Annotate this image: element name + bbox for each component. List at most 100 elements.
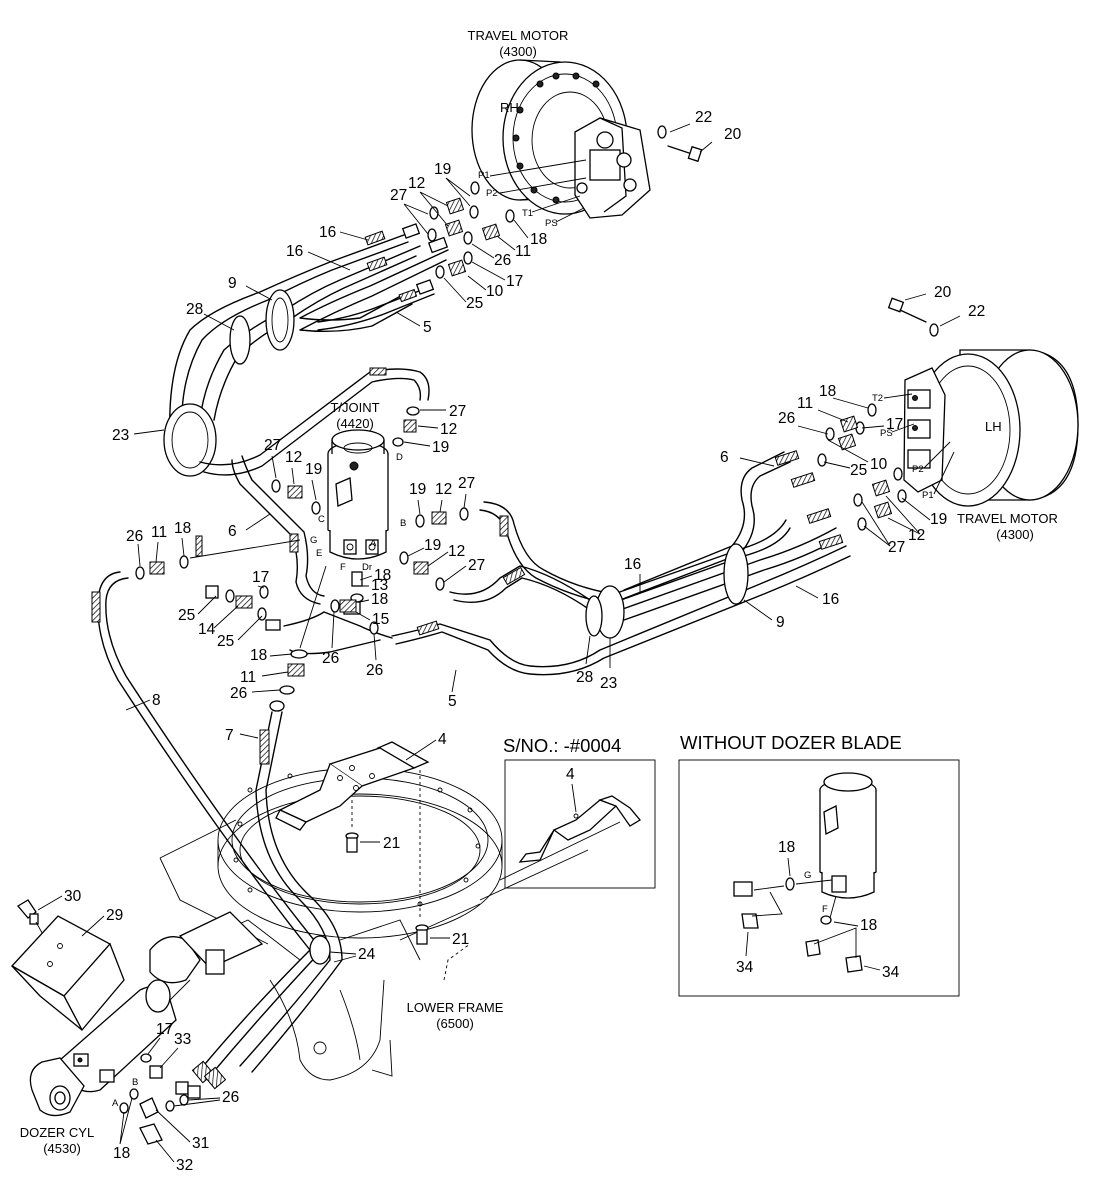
callout-26-d: 26 [322,650,339,667]
callout-18-i: 18 [113,1145,130,1162]
port-t2-lh: T2 [872,393,883,404]
port-t1-rh: T1 [522,208,533,219]
dozer-fittings [119,1053,227,1145]
grease-fitting-30 [17,899,47,941]
callout-30-a: 30 [64,888,82,905]
left-fittings [135,539,379,695]
bracket-4-alt [518,795,641,863]
callout-28-a: 28 [186,301,203,318]
callout-25-c: 25 [178,607,195,624]
callout-27-b: 27 [888,539,905,556]
dozer-cyl-code: (4530) [43,1141,81,1156]
callout-11-a: 11 [515,243,531,260]
callout-12-c: 12 [440,421,457,438]
bolt-20-lh [887,297,939,337]
callout-29-a: 29 [106,907,123,924]
travel-motor-lh-title: TRAVEL MOTOR [957,511,1058,526]
tjoint-alt [819,772,877,899]
without-dozer-box [678,759,960,997]
callout-11-d: 11 [240,669,256,686]
callout-18-d: 18 [374,567,391,584]
clamp-23-left [163,403,217,477]
without-dozer-label: WITHOUT DOZER BLADE [680,732,902,753]
callout-5-a: 5 [423,319,432,336]
travel-motor-rh-code: (4300) [499,44,537,59]
callout-9-b: 9 [776,614,785,631]
port-ps-lh: PS [880,428,893,439]
clamp-24 [309,935,331,965]
callout-15-a: 15 [372,611,389,628]
callout-19-c: 19 [432,439,449,456]
sno-label: S/NO.: -#0004 [503,735,621,756]
travel-motor-rh-title: TRAVEL MOTOR [468,28,569,43]
callout-19-b: 19 [930,511,947,528]
callout-25-a: 25 [466,295,483,312]
port-p2-rh: P2 [486,188,498,199]
callout-26-f: 26 [230,685,247,702]
callout-12-a: 12 [408,175,425,192]
callout-12-d: 12 [285,449,302,466]
callout-18-h: 18 [860,917,877,934]
callout-16-a: 16 [319,224,336,241]
port-c: C [318,514,325,525]
bolt-21-b [415,924,429,945]
callout-19-e: 19 [409,481,426,498]
lower-frame-code: (6500) [436,1016,474,1031]
callout-33-a: 33 [174,1031,191,1048]
callout-22-b: 22 [968,303,985,320]
callout-34-a: 34 [736,959,754,976]
sno-box [504,759,656,889]
port-b-dozer: B [132,1077,138,1088]
callout-14-a: 14 [198,621,216,638]
callout-26-b: 26 [778,410,795,427]
port-g-alt: G [804,870,811,881]
port-d: D [396,452,403,463]
callout-10-b: 10 [870,456,888,473]
callout-12-b: 12 [908,527,925,544]
tjoint-code: (4420) [336,416,374,431]
bolt-20-rh [657,125,703,163]
callout-21-b: 21 [452,931,469,948]
callout-23-a: 23 [112,427,129,444]
hose-8 [91,571,323,1077]
callout-4-a: 4 [438,731,447,748]
port-dr: Dr [362,562,372,573]
callout-18-c: 18 [174,520,191,537]
clamp-9-rh [265,289,295,351]
bracket-4-main [275,741,430,831]
callout-26-e: 26 [366,662,383,679]
callout-31-a: 31 [192,1135,209,1152]
callout-6-a: 6 [720,449,729,466]
callout-18-g: 18 [778,839,795,856]
port-a-dozer: A [112,1098,119,1109]
port-p1-rh: P1 [478,170,490,181]
callout-7-a: 7 [225,727,234,744]
callout-22-a: 22 [695,109,712,126]
hoses-lh-bundle [195,367,851,676]
callout-25-d: 25 [217,633,234,650]
callout-34-b: 34 [882,964,900,981]
port-a: A [370,538,377,549]
port-g: G [310,535,317,546]
callout-18-f: 18 [250,647,267,664]
callout-17-b: 17 [886,416,903,433]
callout-32-a: 32 [176,1157,193,1174]
callout-26-a: 26 [494,252,511,269]
callout-13-a: 13 [371,577,388,594]
rh-fittings [427,181,515,279]
alt-fittings [733,877,863,973]
callout-17-c: 17 [252,569,269,586]
callout-26-g: 26 [222,1089,239,1106]
port-b: B [400,518,406,529]
port-p2-lh: P2 [912,464,924,475]
cover-29 [10,915,125,1032]
clamp-28-rh [229,315,251,365]
callout-23-b: 23 [600,675,617,692]
callout-20-a: 20 [724,126,742,143]
callout-28-b: 28 [576,669,593,686]
callout-16-d: 16 [822,591,839,608]
dozer-cyl-title: DOZER CYL [20,1125,94,1140]
hose-7 [239,700,343,1073]
callout-11-b: 11 [797,395,813,412]
